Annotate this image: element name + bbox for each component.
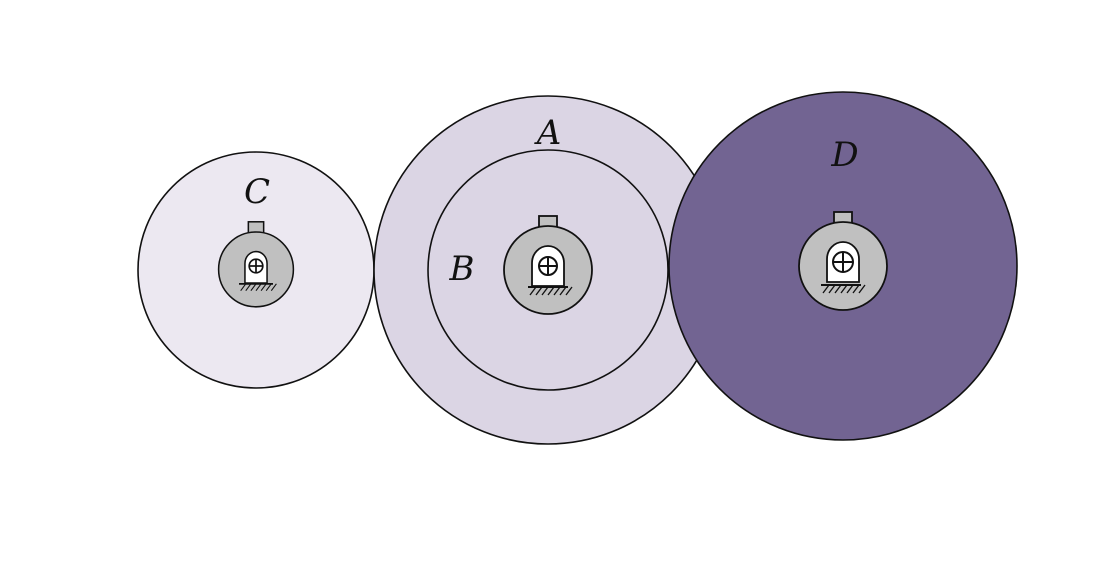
shaft-center-icon [832,251,854,273]
gear-b-label: B [449,249,475,289]
bearing-c [217,221,295,308]
gear-a-label: A [534,113,562,153]
shaft-center-icon [248,258,264,274]
gear-d-label: D [830,135,858,175]
bearing-d [798,211,888,311]
bearing-ab [503,215,593,315]
shaft-center-icon [538,256,558,276]
gear-c-label: C [244,172,270,212]
